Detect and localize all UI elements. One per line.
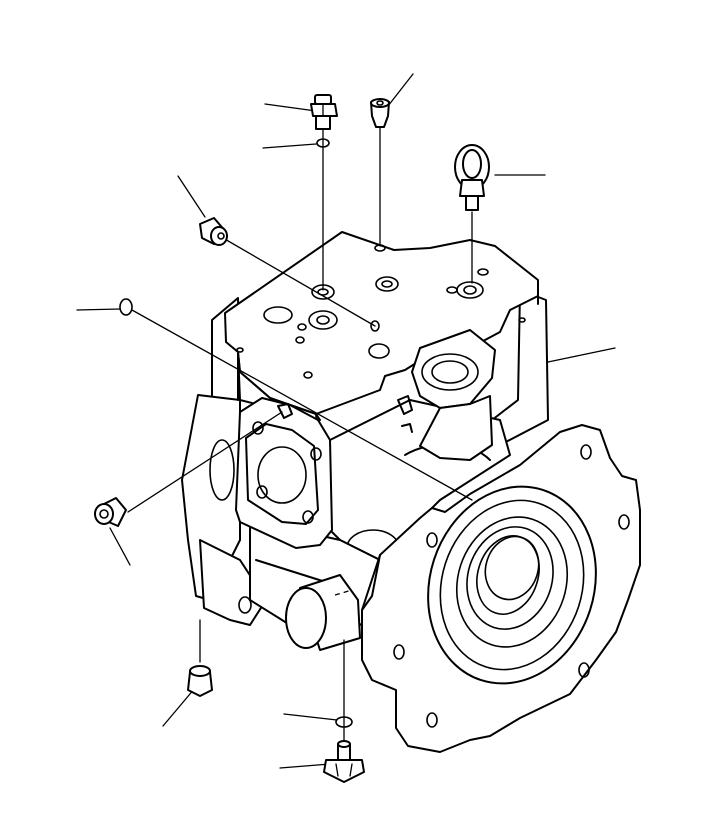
leader-lines bbox=[76, 73, 616, 769]
o-ring-bottom bbox=[335, 716, 353, 728]
side-flange bbox=[235, 397, 333, 549]
o-ring-left bbox=[119, 298, 133, 316]
side-cap bbox=[285, 574, 361, 651]
plug-top bbox=[370, 98, 390, 128]
plug-left-lower bbox=[94, 497, 127, 527]
hex-bolt-top bbox=[310, 94, 338, 130]
port-boss bbox=[397, 329, 496, 461]
flange-plate bbox=[361, 424, 641, 753]
eye-bolt bbox=[454, 144, 490, 211]
hex-bolt-bottom bbox=[323, 740, 365, 783]
o-ring-top bbox=[316, 138, 330, 148]
plug-bottom bbox=[187, 665, 213, 697]
plug-left-upper bbox=[199, 217, 228, 246]
